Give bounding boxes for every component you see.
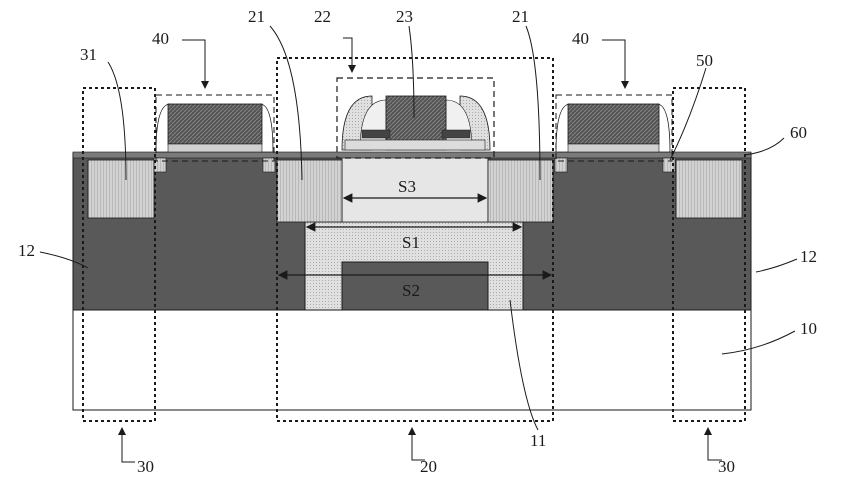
label-10: 10	[800, 319, 817, 338]
label-50: 50	[696, 51, 713, 70]
leader-21-left	[269, 25, 303, 181]
leader-21-right	[525, 25, 541, 181]
leader-60	[743, 137, 785, 156]
spacer-50-lr	[262, 157, 276, 173]
spacer-50-rl	[554, 157, 568, 173]
dim-label-s3: S3	[398, 177, 416, 196]
gate-40-right	[555, 103, 671, 153]
leader-23	[408, 25, 415, 119]
label-20: 20	[420, 457, 437, 476]
label-22: 22	[314, 7, 331, 26]
label-12-right: 12	[800, 247, 817, 266]
dim-label-s1: S1	[402, 233, 420, 252]
dashed-box-22	[336, 77, 495, 159]
leader-12-right	[755, 258, 798, 273]
arrow-22	[343, 37, 356, 73]
label-21-right: 21	[512, 7, 529, 26]
arrow-30-left	[118, 427, 135, 463]
s3-region	[341, 154, 489, 223]
dashed-box-40-left	[155, 94, 275, 162]
arrow-40-right	[602, 39, 629, 89]
dotted-box-30-right	[672, 87, 746, 422]
leader-10	[721, 330, 796, 355]
label-60: 60	[790, 123, 807, 142]
label-40-left: 40	[152, 29, 169, 48]
label-12-left: 12	[18, 241, 35, 260]
label-23: 23	[396, 7, 413, 26]
dim-label-s2: S2	[402, 281, 420, 300]
layer-60	[72, 151, 752, 159]
substrate-10	[72, 309, 752, 411]
label-21-left: 21	[248, 7, 265, 26]
label-40-right: 40	[572, 29, 589, 48]
arrow-40-left	[182, 39, 209, 89]
gate-23-center	[341, 95, 491, 151]
label-30-right: 30	[718, 457, 735, 476]
source-drain-21-right	[487, 159, 554, 223]
label-30-left: 30	[137, 457, 154, 476]
dotted-box-30-left	[82, 87, 156, 422]
source-drain-21-left	[276, 159, 343, 223]
label-11: 11	[530, 431, 546, 450]
trench-11	[304, 221, 524, 311]
region-31-left	[87, 159, 155, 219]
dotted-box-20	[276, 57, 554, 422]
gate-40-left	[155, 103, 274, 153]
leader-50	[669, 67, 707, 161]
region-31-right	[675, 159, 743, 219]
dashed-box-40-right	[555, 94, 673, 162]
leader-11	[509, 299, 539, 431]
arrow-20	[408, 427, 425, 461]
leader-31	[107, 61, 127, 181]
leader-12-left	[39, 251, 89, 269]
arrow-30-right	[704, 427, 722, 461]
label-31: 31	[80, 45, 97, 64]
